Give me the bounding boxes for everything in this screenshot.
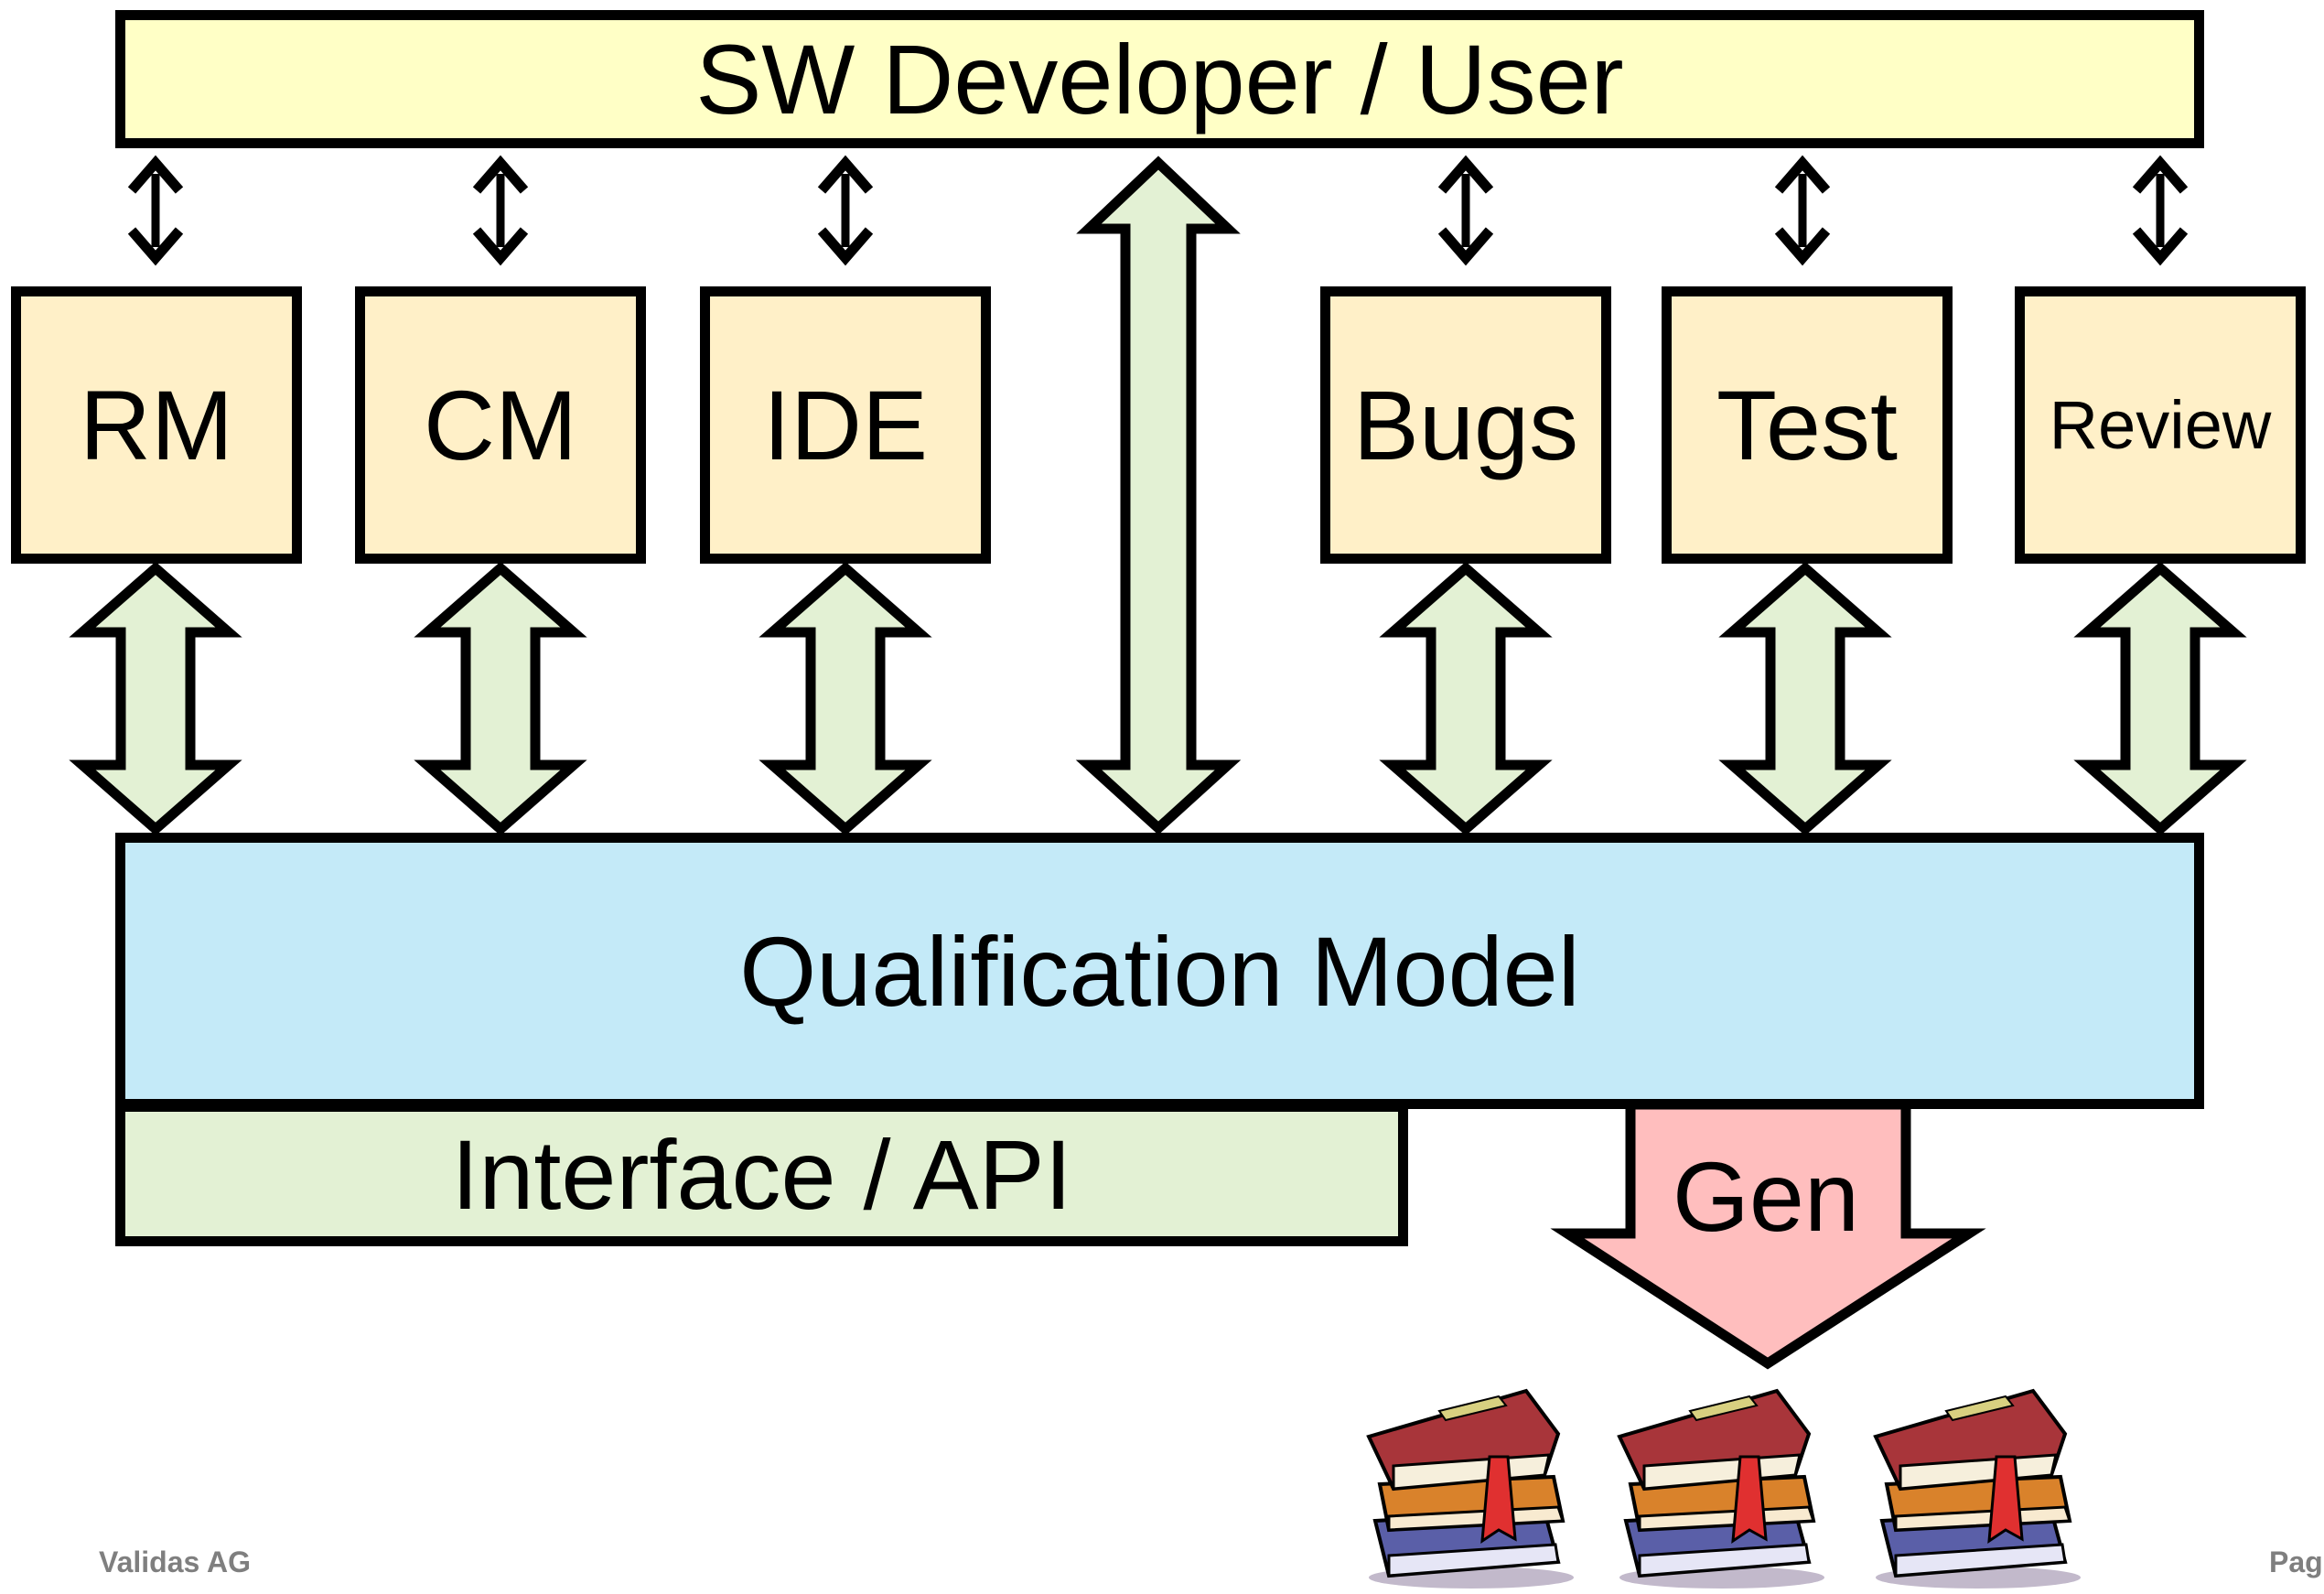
thin-arrow-review: [2136, 163, 2184, 258]
book-stack-icon: [1873, 1388, 2081, 1589]
tool-label-review: Review: [2049, 387, 2272, 463]
tool-label-cm: CM: [424, 370, 577, 480]
book-stack-icon: [1366, 1388, 1574, 1589]
sw-developer-user-box: SW Developer / User: [115, 10, 2204, 148]
qualification-model-label: Qualification Model: [739, 915, 1580, 1027]
fat-arrow-test: [1732, 568, 1878, 829]
thin-arrow-bugs: [1442, 163, 1490, 258]
fat-arrow-ide: [772, 568, 919, 829]
tool-box-test: Test: [1662, 286, 1953, 564]
sw-developer-user-label: SW Developer / User: [695, 24, 1624, 135]
tool-label-ide: IDE: [762, 370, 929, 480]
fat-arrow-cm: [427, 568, 574, 829]
tool-box-bugs: Bugs: [1320, 286, 1611, 564]
interface-api-label: Interface / API: [451, 1118, 1072, 1230]
thin-arrow-test: [1779, 163, 1826, 258]
direct-arrow-user-model: [1075, 156, 1242, 835]
fat-arrow-bugs: [1393, 568, 1539, 829]
book-stack-icon: [1617, 1388, 1824, 1589]
tool-label-test: Test: [1716, 370, 1899, 480]
thin-arrow-rm: [132, 163, 179, 258]
fat-arrow-rm: [82, 568, 229, 829]
tool-box-rm: RM: [11, 286, 302, 564]
gen-label: Gen: [1672, 1141, 1860, 1252]
interface-api-box: Interface / API: [115, 1102, 1408, 1246]
tool-box-ide: IDE: [700, 286, 991, 564]
tool-box-cm: CM: [355, 286, 646, 564]
footer-page: Page: [2269, 1546, 2324, 1578]
tool-label-bugs: Bugs: [1352, 370, 1579, 480]
qualification-model-box: Qualification Model: [115, 833, 2204, 1109]
tool-box-review: Review: [2015, 286, 2306, 564]
gen-arrow: [1550, 1099, 1986, 1370]
fat-arrow-review: [2087, 568, 2233, 829]
thin-arrow-cm: [477, 163, 524, 258]
tool-label-rm: RM: [80, 370, 233, 480]
footer-company: Validas AG: [99, 1546, 251, 1578]
thin-arrow-ide: [822, 163, 869, 258]
